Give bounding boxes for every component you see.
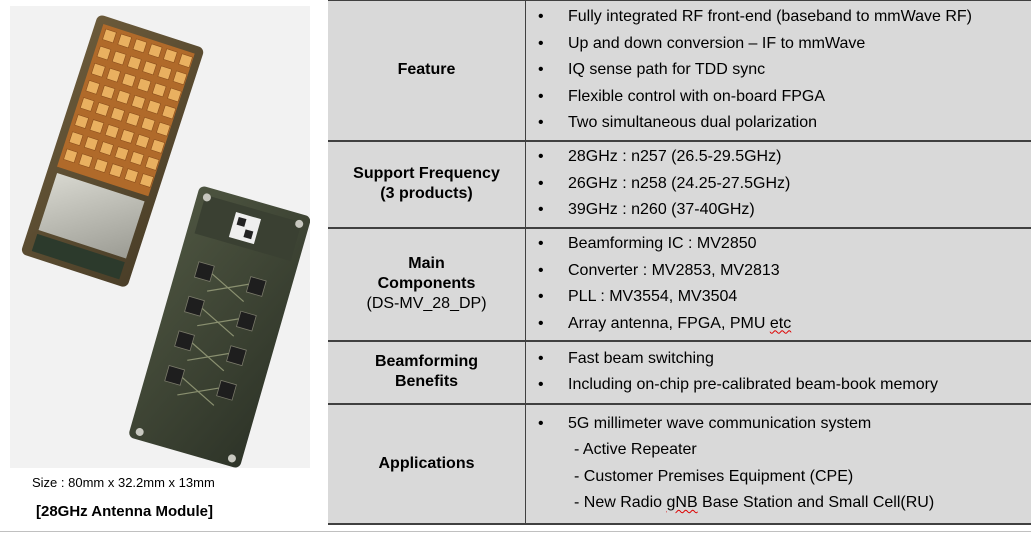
list-item: 28GHz : n257 (26.5-29.5GHz) (536, 144, 1031, 171)
heading-line: Feature (397, 61, 456, 79)
row-content: 28GHz : n257 (26.5-29.5GHz) 26GHz : n258… (525, 140, 1031, 229)
row-content: Fast beam switching Including on-chip pr… (525, 340, 1031, 405)
list-item: PLL : MV3554, MV3504 (536, 284, 1031, 311)
list-item: IQ sense path for TDD sync (536, 57, 1031, 84)
row-applications: Applications 5G millimeter wave communic… (328, 403, 1031, 525)
item-text: - New Radio (574, 494, 667, 511)
list-item: Up and down conversion – IF to mmWave (536, 31, 1031, 58)
row-content: 5G millimeter wave communication system … (525, 403, 1031, 525)
list-item: 5G millimeter wave communication system (536, 411, 1031, 438)
row-feature: Feature Fully integrated RF front-end (b… (328, 0, 1031, 142)
module-panel: Size : 80mm x 32.2mm x 13mm [28GHz Anten… (0, 0, 328, 535)
list-item: 26GHz : n258 (24.25-27.5GHz) (536, 171, 1031, 198)
list-item: Fully integrated RF front-end (baseband … (536, 4, 1031, 31)
row-support-frequency: Support Frequency (3 products) 28GHz : n… (328, 140, 1031, 229)
list-item: Flexible control with on-board FPGA (536, 84, 1031, 111)
module-size-text: Size : 80mm x 32.2mm x 13mm (32, 475, 215, 490)
row-main-components: Main Components (DS-MV_28_DP) Beamformin… (328, 227, 1031, 342)
spec-table: Feature Fully integrated RF front-end (b… (328, 0, 1031, 525)
spellcheck-word: gNB (666, 494, 698, 511)
item-text: Base Station and Small Cell(RU) (697, 494, 935, 511)
list-item: Beamforming IC : MV2850 (536, 231, 1031, 258)
heading-line: Main (408, 255, 445, 272)
list-item: Converter : MV2853, MV2813 (536, 258, 1031, 285)
heading-line: Beamforming (374, 353, 479, 370)
list-item: Two simultaneous dual polarization (536, 110, 1031, 137)
row-heading: Main Components (DS-MV_28_DP) (328, 227, 526, 342)
list-item: - Customer Premises Equipment (CPE) (574, 467, 854, 485)
item-text: Array antenna, FPGA, PMU (568, 314, 770, 332)
heading-line: Applications (378, 454, 475, 472)
row-heading: Support Frequency (3 products) (328, 140, 526, 229)
row-heading: Applications (328, 403, 526, 525)
spellcheck-word: etc (769, 314, 792, 332)
list-item: - New Radio gNB Base Station and Small C… (536, 490, 1031, 517)
divider (0, 531, 1031, 532)
module-caption: [28GHz Antenna Module] (36, 503, 213, 520)
heading-line: (DS-MV_28_DP) (366, 295, 487, 312)
list-item: - Active Repeater (574, 441, 697, 458)
heading-line: (3 products) (380, 185, 473, 202)
row-beamforming-benefits: Beamforming Benefits Fast beam switching… (328, 340, 1031, 405)
list-item: 39GHz : n260 (37-40GHz) (536, 197, 1031, 224)
heading-line: Benefits (394, 373, 459, 390)
list-item: Including on-chip pre-calibrated beam-bo… (536, 372, 1031, 399)
row-content: Beamforming IC : MV2850 Converter : MV28… (525, 227, 1031, 342)
row-heading: Feature (328, 0, 526, 142)
heading-line: Components (377, 275, 476, 292)
antenna-module-photo (10, 6, 310, 468)
row-heading: Beamforming Benefits (328, 340, 526, 405)
row-content: Fully integrated RF front-end (baseband … (525, 0, 1031, 142)
list-item: Array antenna, FPGA, PMU etc (536, 311, 1031, 338)
list-item: Fast beam switching (536, 346, 1031, 373)
heading-line: Support Frequency (353, 165, 500, 182)
